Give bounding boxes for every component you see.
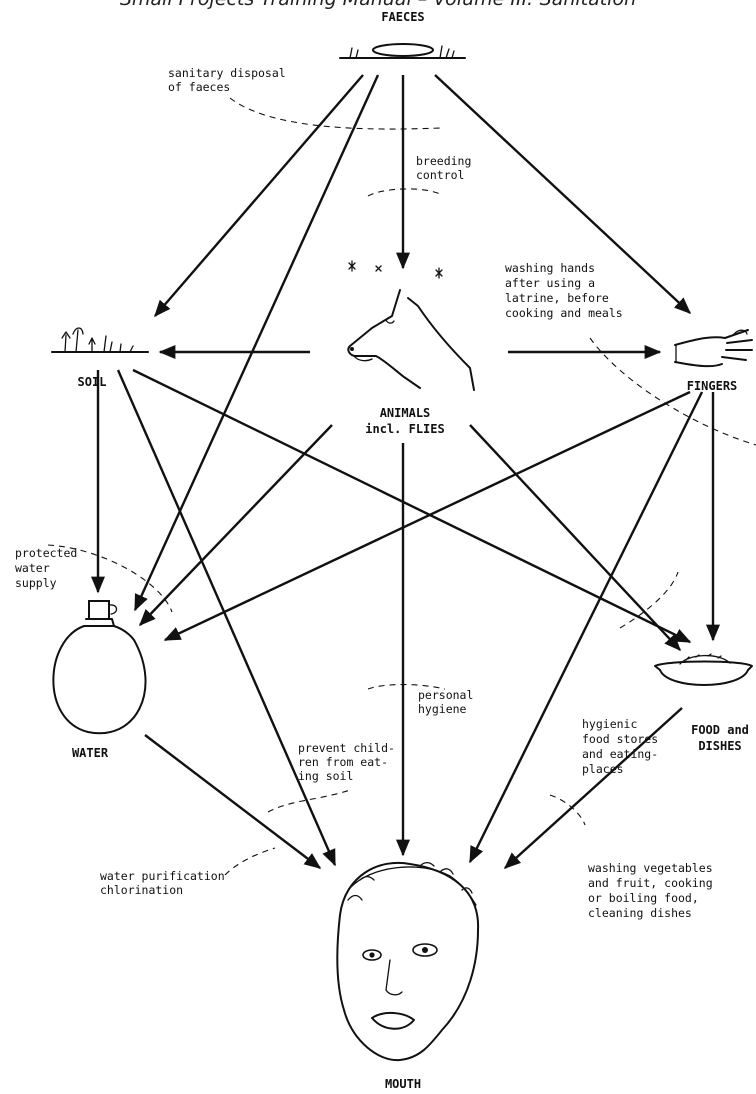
barrier-protected-water-text: protected water supply (15, 546, 84, 590)
arrow-animals-food (469, 424, 681, 652)
dog-icon (347, 289, 475, 391)
node-animals-sublabel: incl. FLIES (365, 422, 444, 436)
barrier-sanitary-text: sanitary disposal of faeces (168, 66, 293, 94)
barrier-hygienic-food-text: hygienic food stores and eating- places (582, 717, 665, 776)
fly-icon (348, 260, 443, 279)
plant-soil-icon (51, 327, 149, 353)
barrier-prevent-children-line (267, 789, 351, 813)
barrier-water-purification-line (224, 847, 276, 876)
barrier-washing-hands-text: washing hands after using a latrine, bef… (505, 261, 623, 320)
barrier-water-purification-text: water purification chlorination (100, 869, 232, 897)
node-water-label: WATER (72, 746, 109, 760)
transmission-arrows (91, 74, 720, 869)
page-header: Small Projects Training Manual – Volume … (0, 0, 756, 10)
arrow-fingers-water (163, 390, 691, 642)
arrow-animals-water (139, 424, 333, 627)
node-fingers-label: FINGERS (687, 379, 738, 393)
barrier-hygienic-food-line (619, 571, 679, 629)
node-food-label: FOOD and (691, 723, 749, 737)
node-soil-label: SOIL (78, 375, 107, 389)
arrow-food-mouth (503, 707, 683, 869)
barrier-lines (47, 97, 756, 876)
barrier-washing-hands-line (589, 337, 756, 446)
faeces-icon (339, 43, 466, 59)
food-bowl-icon (654, 653, 753, 686)
arrow-faeces-soil (154, 74, 364, 318)
arrow-soil-food (132, 368, 692, 644)
barrier-breeding-text: breeding control (416, 154, 478, 182)
arrow-water-mouth (144, 734, 322, 869)
arrow-fingers-mouth (468, 391, 704, 864)
barrier-breeding-line (367, 188, 441, 197)
node-food-sublabel: DISHES (698, 739, 741, 753)
barrier-sanitary-line (229, 97, 441, 130)
water-jar-icon (52, 600, 147, 735)
node-animals-label: ANIMALS (380, 406, 431, 420)
barrier-washing-vegetables-text: washing vegetables and fruit, cooking or… (588, 861, 720, 920)
barrier-personal-hygiene-line (367, 684, 446, 690)
barrier-washing-vegetables-line (549, 794, 586, 826)
node-mouth-label: MOUTH (385, 1077, 421, 1091)
barrier-prevent-children-text: prevent child- ren from eat- ing soil (298, 741, 402, 783)
face-icon (336, 861, 480, 1062)
barrier-protected-water-line (47, 544, 173, 613)
hand-icon (674, 329, 753, 368)
arrow-soil-mouth (116, 369, 337, 867)
arrow-faeces-water (133, 74, 380, 612)
node-faeces-label: FAECES (381, 10, 424, 24)
arrow-faeces-fingers (434, 74, 692, 314)
barrier-personal-hygiene-text: personal hygiene (418, 688, 480, 716)
